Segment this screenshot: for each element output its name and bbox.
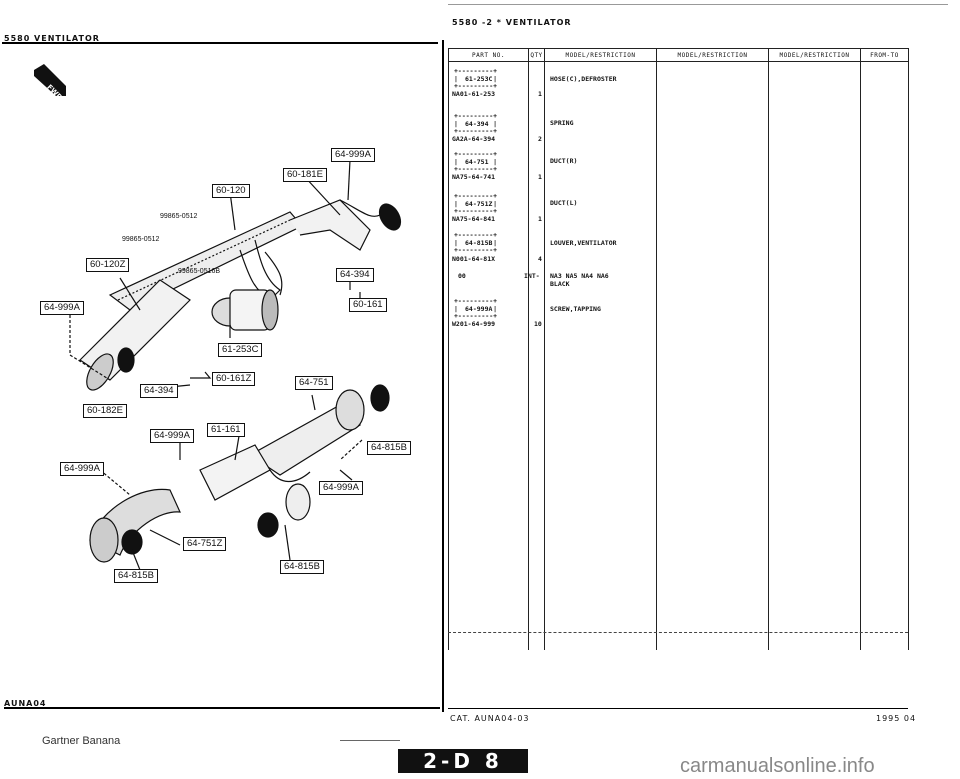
ref-box: +---------+ | | +---------+	[454, 67, 498, 91]
callout: 64-751Z	[183, 537, 227, 551]
ref-box: +---------+ | | +---------+	[454, 112, 498, 136]
table-header-row: PART NO. QTY MODEL/RESTRICTION MODEL/RES…	[448, 48, 909, 62]
quantity: 1	[538, 215, 542, 223]
callout: 60-120Z	[86, 258, 130, 272]
right-page-header: 5580 -2 * VENTILATOR	[452, 18, 572, 27]
part-number: 00	[458, 272, 466, 280]
callout: 60-182E	[83, 404, 127, 418]
callout: 64-999A	[40, 301, 84, 315]
callout: 64-815B	[114, 569, 158, 583]
description: DUCT(R)	[550, 157, 578, 165]
left-page-header: 5580 VENTILATOR	[4, 34, 100, 43]
ref-box: +---------+ | | +---------+	[454, 192, 498, 216]
part-number: NA75-64-841	[452, 215, 496, 223]
callout: 64-999A	[331, 148, 375, 162]
left-header-rule	[2, 42, 438, 44]
parts-table: PART NO. QTY MODEL/RESTRICTION MODEL/RES…	[448, 48, 909, 650]
part-number-label: 99865-0516B	[178, 268, 221, 275]
part-number: N001-64-81X	[452, 255, 496, 263]
callout: 60-181E	[283, 168, 327, 182]
callout: 60-161	[349, 298, 387, 312]
description: SCREW,TAPPING	[550, 305, 601, 313]
callout: 64-394	[336, 268, 374, 282]
quantity: 1	[538, 90, 542, 98]
callout: 64-999A	[319, 481, 363, 495]
quantity: INT-	[524, 272, 540, 280]
column-header: QTY	[528, 48, 545, 62]
footer-line	[340, 740, 400, 741]
watermark-right: carmanualsonline.info	[680, 755, 875, 777]
description: LOUVER,VENTILATOR	[550, 239, 617, 247]
left-footer-rule	[4, 707, 440, 709]
ventilator-exploded-diagram	[69, 159, 402, 571]
ref-number: 64-394	[465, 119, 489, 128]
description: DUCT(L)	[550, 199, 578, 207]
quantity: 4	[538, 255, 542, 263]
column-header: MODEL/RESTRICTION	[656, 48, 769, 62]
ref-number: 61-253C	[465, 74, 493, 83]
quantity: 1	[538, 173, 542, 181]
column-header: PART NO.	[448, 48, 529, 62]
column-header: MODEL/RESTRICTION	[544, 48, 657, 62]
callout: 60-120	[212, 184, 250, 198]
callout: 64-751	[295, 376, 333, 390]
callout: 64-999A	[60, 462, 104, 476]
page-divider	[442, 40, 444, 712]
catalog-code: CAT. AUNA04-03	[450, 714, 530, 723]
ref-number: 64-999A	[465, 304, 493, 313]
callout: 64-999A	[150, 429, 194, 443]
left-footer-code: AUNA04	[4, 699, 47, 708]
description: HOSE(C),DEFROSTER	[550, 75, 617, 83]
part-number: GA2A-64-394	[452, 135, 496, 143]
part-number: NA75-64-741	[452, 173, 496, 181]
part-number: W201-64-999	[452, 320, 496, 328]
description: NA3 NA5 NA4 NA6 BLACK	[550, 272, 609, 288]
ref-number: 64-751Z	[465, 199, 493, 208]
callout: 61-253C	[218, 343, 263, 357]
part-number: NA01-61-253	[452, 90, 496, 98]
callout: 64-815B	[367, 441, 411, 455]
ref-box: +---------+ | | +---------+	[454, 231, 498, 255]
description: SPRING	[550, 119, 574, 127]
part-number-label: 99865-0512	[122, 236, 160, 243]
watermark-left: Gartner Banana	[42, 735, 121, 747]
callout: 61-161	[207, 423, 245, 437]
page-tab: 2-D 8	[398, 749, 528, 773]
part-number-label: 99865-0512	[160, 213, 198, 220]
quantity: 2	[538, 135, 542, 143]
ref-number: 64-751	[465, 157, 489, 166]
callout: 60-161Z	[212, 372, 256, 386]
table-bottom-dashed-rule	[448, 632, 908, 633]
catalog-date: 1995 04	[876, 714, 917, 723]
ref-box: +---------+ | | +---------+	[454, 150, 498, 174]
column-header: FROM-TO	[860, 48, 909, 62]
column-header: MODEL/RESTRICTION	[768, 48, 861, 62]
ref-number: 64-815B	[465, 238, 493, 247]
ref-box: +---------+ | | +---------+	[454, 297, 498, 321]
forward-arrow-icon: FWD	[30, 62, 70, 102]
callout: 64-815B	[280, 560, 324, 574]
right-header-rule	[448, 4, 948, 5]
callout: 64-394	[140, 384, 178, 398]
table-bottom-rule	[448, 708, 908, 709]
quantity: 10	[534, 320, 542, 328]
